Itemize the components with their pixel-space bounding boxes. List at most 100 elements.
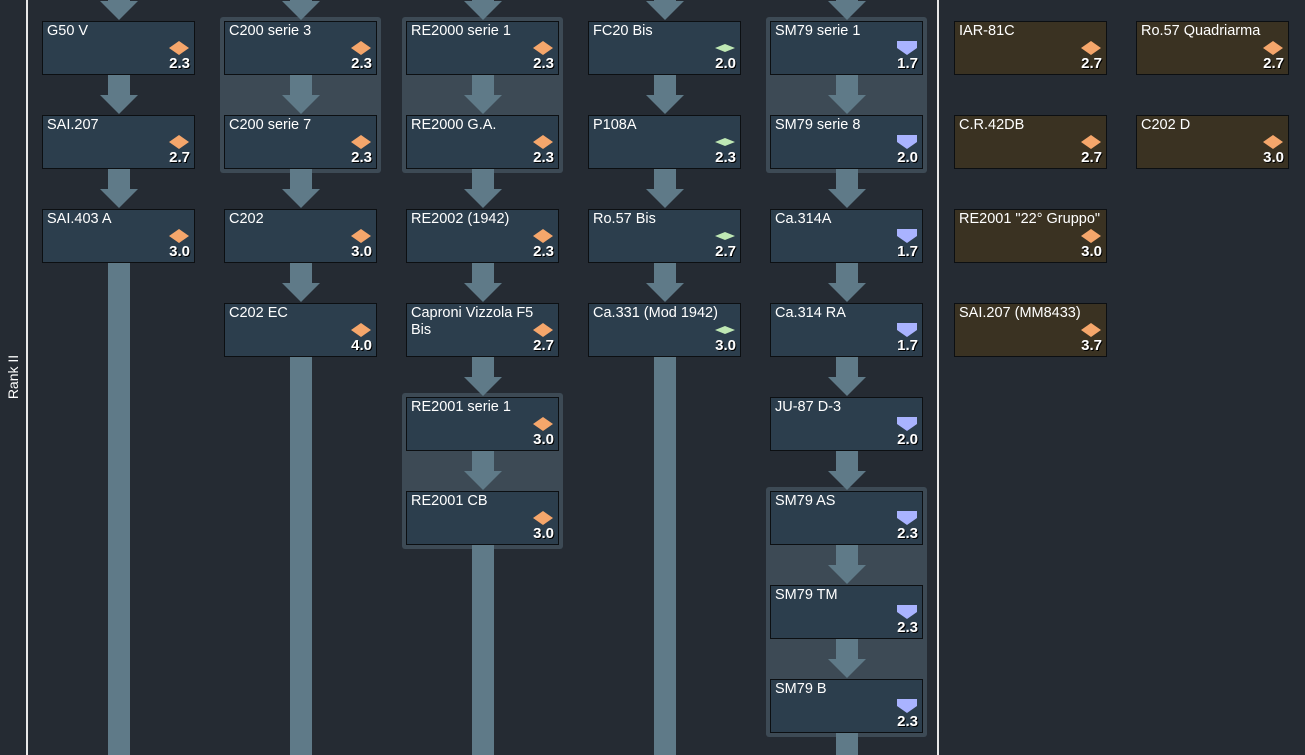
vehicle-name: Ca.314A <box>775 211 832 227</box>
vehicle-name: C.R.42DB <box>959 117 1025 133</box>
arrow-stem <box>835 733 858 755</box>
vehicle-card[interactable]: RE2000 G.A.2.3 <box>406 115 559 169</box>
arrow-head <box>463 377 502 396</box>
arrow-head <box>99 189 138 208</box>
arrow-head <box>645 1 684 20</box>
vehicle-name: Ro.57 Quadriarma <box>1141 23 1261 39</box>
battle-rating: 3.7 <box>1081 337 1102 354</box>
arrow-head <box>827 471 866 490</box>
battle-rating: 3.0 <box>533 431 554 448</box>
vehicle-name: SM79 B <box>775 681 827 697</box>
battle-rating: 2.3 <box>169 55 190 72</box>
arrow-head <box>281 1 320 20</box>
bomber-icon <box>896 41 918 55</box>
vehicle-name: RE2002 (1942) <box>411 211 510 227</box>
arrow-head <box>827 377 866 396</box>
vehicle-name: C202 EC <box>229 305 288 321</box>
battle-rating: 2.3 <box>897 713 918 730</box>
vehicle-card[interactable]: Ro.57 Bis 2.7 <box>588 209 741 263</box>
arrow-head <box>281 283 320 302</box>
battle-rating: 2.7 <box>1081 55 1102 72</box>
rank-sidebar: Rank II <box>0 0 26 755</box>
arrow-stem <box>289 0 312 1</box>
vehicle-name: C200 serie 7 <box>229 117 312 133</box>
vehicle-name: C202 D <box>1141 117 1191 133</box>
fighter-icon <box>532 323 554 337</box>
arrow-head <box>463 1 502 20</box>
battle-rating: 3.0 <box>169 243 190 260</box>
fighter-icon <box>168 41 190 55</box>
fighter-icon <box>350 41 372 55</box>
arrow-head <box>827 1 866 20</box>
vehicle-name: P108A <box>593 117 637 133</box>
vehicle-card[interactable]: Ca.331 (Mod 1942)3.0 <box>588 303 741 357</box>
arrow-stem <box>289 169 312 189</box>
vehicle-name: RE2001 "22° Gruppo" <box>959 211 1101 227</box>
premium-vehicle-card[interactable]: RE2001 "22° Gruppo"3.0 <box>954 209 1107 263</box>
arrow-stem <box>471 545 494 755</box>
bomber-icon <box>896 229 918 243</box>
attacker-icon <box>714 323 736 337</box>
battle-rating: 2.7 <box>715 243 736 260</box>
battle-rating: 2.7 <box>533 337 554 354</box>
arrow-stem <box>471 75 494 95</box>
arrow-stem <box>471 0 494 1</box>
arrow-stem <box>471 357 494 377</box>
arrow-head <box>463 471 502 490</box>
vehicle-name: RE2000 serie 1 <box>411 23 511 39</box>
arrow-stem <box>835 169 858 189</box>
vehicle-name: Ro.57 Bis <box>593 211 656 227</box>
arrow-head <box>463 189 502 208</box>
arrow-stem <box>653 75 676 95</box>
arrow-head <box>281 95 320 114</box>
arrow-stem <box>471 263 494 283</box>
arrow-head <box>99 95 138 114</box>
vehicle-name: Ca.314 RA <box>775 305 846 321</box>
premium-vehicle-card[interactable]: C202 D 3.0 <box>1136 115 1289 169</box>
vehicle-name: SAI.207 (MM8433) <box>959 305 1081 321</box>
arrow-stem <box>107 75 130 95</box>
vehicle-card[interactable]: RE2002 (1942)2.3 <box>406 209 559 263</box>
bomber-icon <box>896 135 918 149</box>
battle-rating: 2.7 <box>1263 55 1284 72</box>
battle-rating: 2.0 <box>897 149 918 166</box>
battle-rating: 1.7 <box>897 55 918 72</box>
battle-rating: 3.0 <box>1263 149 1284 166</box>
battle-rating: 2.3 <box>715 149 736 166</box>
battle-rating: 2.0 <box>715 55 736 72</box>
vehicle-card[interactable]: SM79 B 2.3 <box>770 679 923 733</box>
arrow-head <box>99 1 138 20</box>
arrow-head <box>827 565 866 584</box>
arrow-stem <box>835 75 858 95</box>
attacker-icon <box>714 41 736 55</box>
vehicle-card[interactable]: P108A 2.3 <box>588 115 741 169</box>
fighter-icon <box>532 229 554 243</box>
battle-rating: 2.7 <box>169 149 190 166</box>
vehicle-name: JU-87 D-3 <box>775 399 842 415</box>
premium-vehicle-card[interactable]: SAI.207 (MM8433)3.7 <box>954 303 1107 357</box>
arrow-stem <box>835 545 858 565</box>
arrow-head <box>281 189 320 208</box>
